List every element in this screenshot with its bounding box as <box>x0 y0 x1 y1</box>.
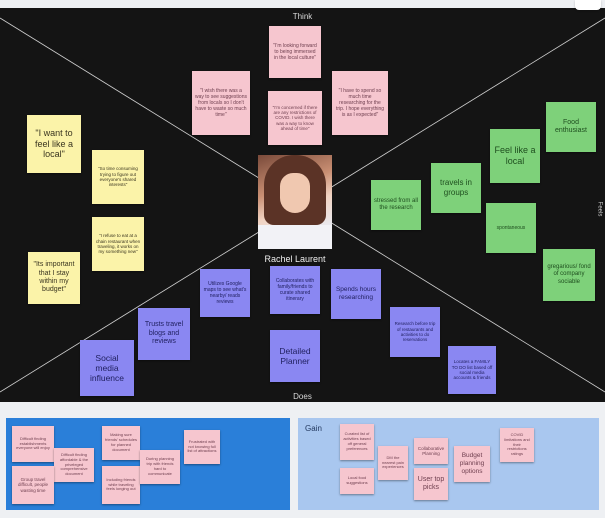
pain-note[interactable]: Difficult finding affordable & the prive… <box>54 448 94 482</box>
gain-panel: Gain Curated list of activities based of… <box>298 418 599 510</box>
pain-note[interactable]: Frustrated with not knowing full list of… <box>184 430 220 464</box>
think-note[interactable]: "I'm looking forward to being immersed i… <box>269 26 321 78</box>
gain-note[interactable]: Budget planning options <box>454 446 490 482</box>
gain-note[interactable]: Curated list of activities based off gen… <box>340 424 374 460</box>
feel-note[interactable]: travels in groups <box>431 163 481 213</box>
say-note[interactable]: "I refuse to eat at a chain restaurant w… <box>92 217 144 271</box>
persona-name: Rachel Laurent <box>264 254 326 264</box>
feel-note[interactable]: gregarious/ fond of company sociable <box>543 249 595 301</box>
gain-note[interactable]: Local food suggestions <box>340 468 374 494</box>
does-note[interactable]: Collaborates with family/friends to cura… <box>270 266 320 314</box>
gain-note[interactable]: User top picks <box>414 468 448 500</box>
pain-note[interactable]: Difficult finding establishments everyon… <box>12 426 54 462</box>
feel-note[interactable]: spontaneous <box>486 203 536 253</box>
feel-note[interactable]: Food enthusiast <box>546 102 596 152</box>
section-label-think: Think <box>292 12 313 21</box>
think-note[interactable]: "I wish there was a way to see suggestio… <box>192 71 250 135</box>
does-note[interactable]: Trusts travel blogs and reviews <box>138 308 190 360</box>
pain-note[interactable]: Group travel difficult, people wasting t… <box>12 466 54 504</box>
persona-photo <box>258 155 332 249</box>
pain-note[interactable]: Making sure friends' schedules for plann… <box>102 426 140 460</box>
does-note[interactable]: Social media influence <box>80 340 134 396</box>
say-note[interactable]: "I want to feel like a local" <box>27 115 81 173</box>
does-note[interactable]: Locates a FAMILY TO DO list based off so… <box>448 346 496 394</box>
gain-note[interactable]: DM the nearest pain experiences <box>378 446 408 480</box>
think-note[interactable]: "I'm concerned if there are any restrict… <box>268 91 322 145</box>
feel-note[interactable]: stressed from all the research <box>371 180 421 230</box>
feel-note[interactable]: Feel like a local <box>490 129 540 183</box>
does-note[interactable]: Research before trip of restaurants and … <box>390 307 440 357</box>
does-note[interactable]: Detailed Planner <box>270 330 320 382</box>
toolbar-corner-icon[interactable] <box>575 0 601 10</box>
pain-note[interactable]: Including friends while traveling feels … <box>102 466 140 504</box>
pain-note[interactable]: During planning trip with friends hard t… <box>140 450 180 484</box>
pain-panel: Difficult finding establishments everyon… <box>6 418 290 510</box>
does-note[interactable]: Utilizes Google maps to see what's nearb… <box>200 269 250 317</box>
say-note[interactable]: "Its important that I stay within my bud… <box>28 252 80 304</box>
gain-note[interactable]: COVID limitations and their restrictions… <box>500 428 534 462</box>
gain-title: Gain <box>305 424 322 433</box>
does-note[interactable]: Spends hours researching <box>331 269 381 319</box>
say-note[interactable]: "So time consuming trying to figure out … <box>92 150 144 204</box>
section-label-feels: Feels <box>596 201 603 217</box>
section-label-does: Does <box>293 392 312 401</box>
empathy-map-board: Think Does Feels "I'm looking forward to… <box>0 8 605 402</box>
gain-note[interactable]: Collaborative Planning <box>414 438 448 464</box>
think-note[interactable]: "I have to spend so much time researchin… <box>332 71 388 135</box>
